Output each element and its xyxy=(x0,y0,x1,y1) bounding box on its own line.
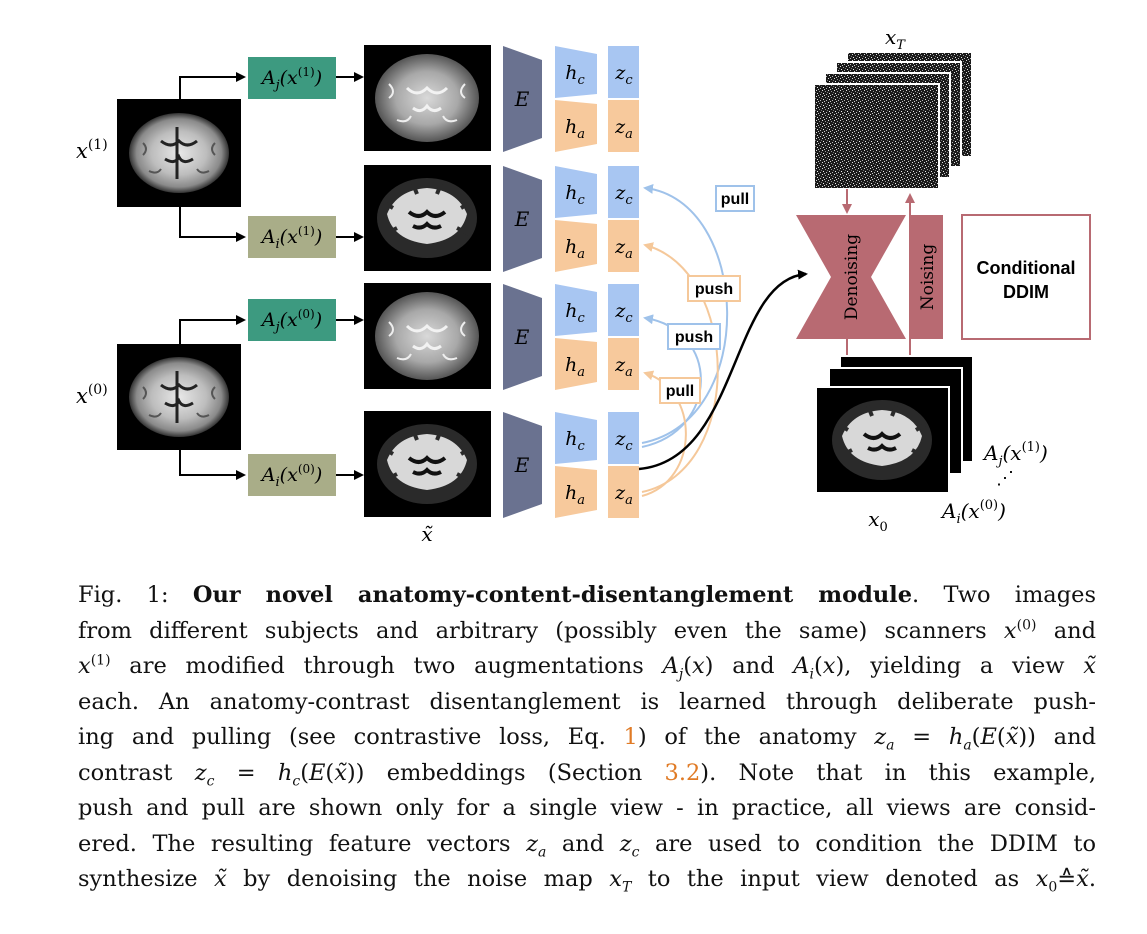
aug-box-Aj-x0: Aj(x(0)) xyxy=(248,299,336,341)
encoder-4: E xyxy=(503,412,542,518)
head-ha-label-4: ha xyxy=(565,482,585,508)
input-x1 xyxy=(117,99,241,207)
x0-output-label: x0 xyxy=(868,507,888,535)
head-ha-label-2: ha xyxy=(565,236,585,262)
encoder-2: E xyxy=(503,166,542,272)
caption-line-2: from different subjects and arbitrary (p… xyxy=(78,617,1096,644)
embed-zc-label-1: zc xyxy=(614,62,633,88)
x0-label: x(0) xyxy=(76,382,108,408)
svg-text:Noising: Noising xyxy=(918,244,938,311)
head-ha-label-3: ha xyxy=(565,354,585,380)
condition-arrow xyxy=(638,269,808,471)
svg-text:pull: pull xyxy=(666,383,694,400)
svg-text:DDIM: DDIM xyxy=(1003,282,1049,302)
output-dots: ⋰ xyxy=(996,468,1014,489)
xT-label: xT xyxy=(885,25,906,53)
embed-zc-1 xyxy=(608,46,639,98)
svg-text:E: E xyxy=(514,325,530,349)
embed-zc-4 xyxy=(608,412,639,464)
svg-text:Conditional: Conditional xyxy=(977,258,1076,278)
head-ha-3 xyxy=(555,338,597,390)
head-hc-label-3: hc xyxy=(565,300,585,326)
embed-za-1 xyxy=(608,100,639,152)
conditional-ddim-box: Conditional DDIM xyxy=(961,214,1091,340)
svg-text:pull: pull xyxy=(721,191,749,208)
embed-zc-2 xyxy=(608,166,639,218)
input-x0 xyxy=(117,344,241,450)
head-ha-1 xyxy=(555,100,597,152)
svg-text:E: E xyxy=(514,453,530,477)
embed-za-label-4: za xyxy=(614,482,633,508)
noising-block: Noising xyxy=(910,215,943,339)
head-hc-3 xyxy=(555,284,597,336)
section-ref[interactable]: 3.2 xyxy=(664,759,701,786)
svg-text:E: E xyxy=(514,207,530,231)
caption-bold-title: Our novel anatomy-content-disentanglemen… xyxy=(192,582,913,608)
caption-line-6: contrast zc = hc(E(x̃)) embeddings (Sect… xyxy=(78,759,1096,789)
caption-line-5: ing and pulling (see contrastive loss, E… xyxy=(78,724,1096,754)
head-hc-label-1: hc xyxy=(565,62,585,88)
caption-line-1: Fig. 1: Our novel anatomy-content-disent… xyxy=(78,582,1096,608)
views-label: x̃ xyxy=(421,522,433,546)
denoising-block: Denoising xyxy=(796,215,906,339)
head-hc-4 xyxy=(555,412,597,464)
eq-ref[interactable]: 1 xyxy=(623,724,638,750)
svg-text:push: push xyxy=(695,281,733,298)
embed-za-2 xyxy=(608,220,639,272)
svg-text:Denoising: Denoising xyxy=(842,234,862,320)
head-ha-2 xyxy=(555,220,597,272)
pull-label-top: pull xyxy=(715,185,755,212)
view-image-1 xyxy=(364,45,491,151)
embed-zc-3 xyxy=(608,284,639,336)
caption-line-3: x(1) are modified through two augmentati… xyxy=(78,652,1096,683)
figure-caption: Fig. 1: Our novel anatomy-content-disent… xyxy=(78,578,1096,898)
heads-and-embeddings: hc ha zc za hc ha zc za hc ha zc za hc ha zc za xyxy=(555,46,639,518)
caption-line-7: push and pull are shown only for a singl… xyxy=(78,795,1096,821)
embed-zc-label-3: zc xyxy=(614,300,633,326)
caption-line-4: each. An anatomy-contrast disentanglemen… xyxy=(78,688,1096,715)
view-image-4 xyxy=(364,411,491,517)
aug-box-Aj-x1: Aj(x(1)) xyxy=(248,57,336,99)
pull-label-bottom: pull xyxy=(659,377,701,404)
embed-za-3 xyxy=(608,338,639,390)
embed-zc-label-4: zc xyxy=(614,428,633,454)
head-ha-4 xyxy=(555,466,597,518)
encoder-3: E xyxy=(503,284,542,390)
output-label-bottom: Ai(x(0)) xyxy=(940,498,1006,527)
view-image-3 xyxy=(364,283,491,389)
aug-box-Ai-x1: Ai(x(1)) xyxy=(248,216,336,258)
branch-arrows xyxy=(179,72,364,480)
noise-stack xyxy=(813,51,973,190)
embed-za-4 xyxy=(608,466,639,518)
output-stack xyxy=(815,355,974,494)
svg-text:Aj(x(1)): Aj(x(1)) xyxy=(260,65,322,93)
caption-line-8: ered. The resulting feature vectors za a… xyxy=(78,830,1096,860)
svg-text:push: push xyxy=(675,329,713,346)
head-hc-1 xyxy=(555,46,597,98)
embed-za-label-2: za xyxy=(614,236,633,262)
head-hc-label-2: hc xyxy=(565,182,585,208)
push-label-top: push xyxy=(687,275,741,302)
head-hc-label-4: hc xyxy=(565,428,585,454)
embed-za-label-3: za xyxy=(614,354,633,380)
x1-label: x(1) xyxy=(76,137,108,163)
embed-za-label-1: za xyxy=(614,116,633,142)
push-label-bottom: push xyxy=(667,323,721,350)
head-ha-label-1: ha xyxy=(565,116,585,142)
aug-box-Ai-x0: Ai(x(0)) xyxy=(248,454,336,496)
caption-line-9: synthesize x̃ by denoising the noise map… xyxy=(78,866,1096,896)
output-label-top: Aj(x(1)) xyxy=(982,440,1048,469)
svg-text:E: E xyxy=(514,87,530,111)
embed-zc-label-2: zc xyxy=(614,182,633,208)
view-image-2 xyxy=(364,165,491,271)
head-hc-2 xyxy=(555,166,597,218)
encoder-1: E xyxy=(503,46,542,152)
disentanglement-diagram: x(1) x(0) Aj(x(1)) Ai(x(1)) Aj(x(0)) Ai(… xyxy=(76,25,1091,546)
